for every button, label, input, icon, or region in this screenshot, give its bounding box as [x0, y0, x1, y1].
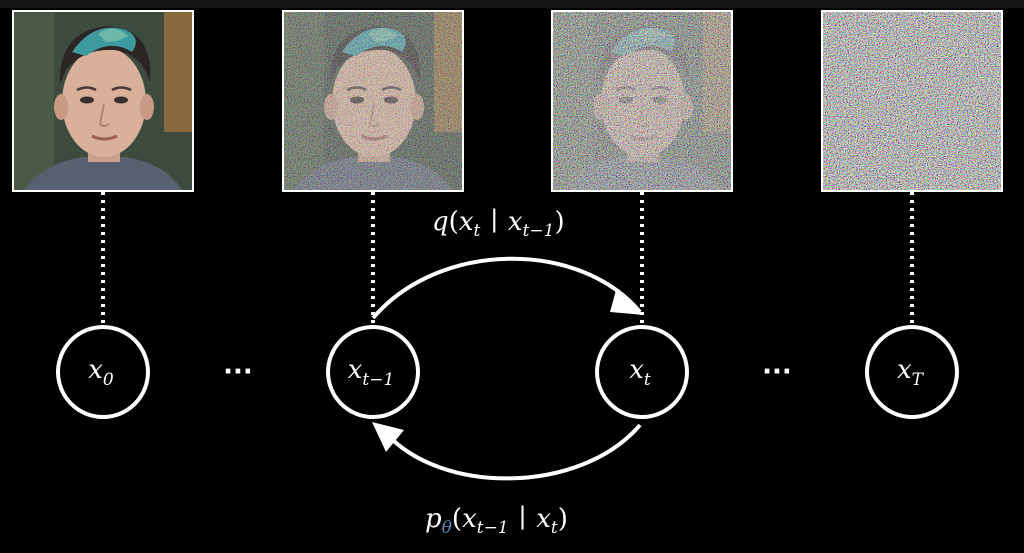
image-panel-xT [821, 10, 1003, 192]
node-label: xt [629, 355, 651, 390]
node-x0: x0 [56, 325, 150, 419]
node-label: xT [897, 355, 925, 390]
image-panel-xt-1 [282, 10, 464, 192]
forward-arrowhead [610, 290, 644, 315]
node-label: xt−1 [348, 355, 395, 390]
forward-arrow [371, 256, 642, 320]
reverse-arrow [383, 423, 642, 481]
ellipsis-right: ··· [762, 357, 792, 387]
forward-label: q(xt∣xt−1) [432, 207, 565, 241]
image-panel-xt [551, 10, 733, 192]
top-strip [0, 0, 1024, 8]
node-xT: xT [865, 325, 959, 419]
node-xt: xt [595, 325, 689, 419]
noise-overlay [553, 12, 731, 190]
node-label: x0 [88, 355, 114, 390]
reverse-label: pθ(xt−1∣xt) [425, 504, 568, 538]
node-xt-1: xt−1 [326, 325, 420, 419]
noise-overlay [823, 12, 1001, 190]
ellipsis-left: ··· [223, 357, 253, 387]
face-image [14, 12, 192, 190]
reverse-arrowhead [372, 422, 404, 452]
image-panel-x0 [12, 10, 194, 192]
forward-fn: q [432, 207, 449, 237]
noise-overlay [284, 12, 462, 190]
reverse-fn: p [425, 504, 442, 534]
